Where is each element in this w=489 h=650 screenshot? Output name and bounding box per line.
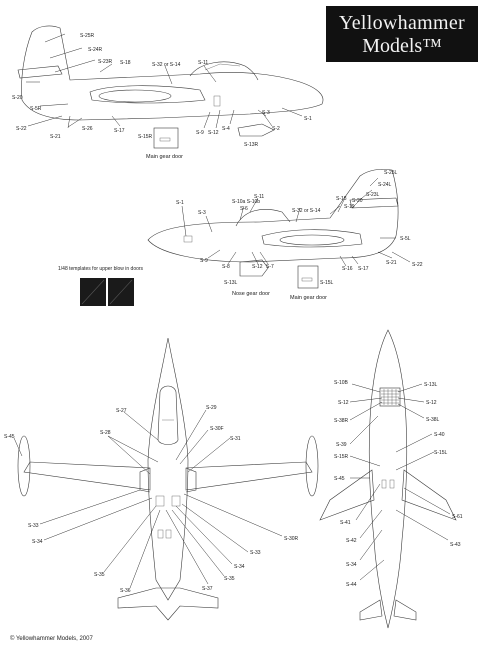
- label-s30f: S-30F: [210, 426, 224, 432]
- label-s25l: S-25L: [384, 170, 398, 176]
- label-s9-left: S-9: [200, 258, 208, 264]
- label-s26: S-26: [82, 126, 93, 132]
- label-s22-right: S-22: [16, 126, 27, 132]
- label-s13l: S-13L: [224, 280, 238, 286]
- label-s38l: S-38L: [426, 417, 440, 423]
- label-s12-underside-left: S-12: [338, 400, 349, 406]
- label-s16-left: S-16: [342, 266, 353, 272]
- label-s21-left: S-21: [386, 260, 397, 266]
- templates-caption: 1/48 templates for upper blow in doors: [58, 266, 144, 272]
- label-s44: S-44: [346, 582, 357, 588]
- label-s5r: S-5R: [30, 106, 42, 112]
- label-s27: S-27: [116, 408, 127, 414]
- label-s23r: S-23R: [98, 59, 113, 65]
- label-s20-left: S-20: [352, 198, 363, 204]
- label-s34-underside: S-34: [346, 562, 357, 568]
- label-s45-top: S-45: [4, 434, 15, 440]
- right-side-profile: S-25R S-24R S-23R S-18 S-32 or S-14 S-11…: [12, 25, 324, 160]
- label-s34-left: S-34: [32, 539, 43, 545]
- top-view: S-27 S-29 S-28 S-30F S-31 S-45 S-33 S-34…: [4, 337, 319, 621]
- label-s4-right: S-4: [222, 126, 230, 132]
- label-s15r: S-15R: [138, 134, 153, 140]
- label-s21-right: S-21: [50, 134, 61, 140]
- label-s32-or-s14-left: S-32 or S-14: [292, 208, 321, 214]
- label-s12-underside-right: S-12: [426, 400, 437, 406]
- label-s35-right: S-35: [224, 576, 235, 582]
- label-s31: S-31: [230, 436, 241, 442]
- label-s33-left: S-33: [28, 523, 39, 529]
- label-s2-right: S-2: [272, 126, 280, 132]
- label-s9-right: S-9: [196, 130, 204, 136]
- label-s5l: S-5L: [400, 236, 411, 242]
- blow-in-door-template-icon: 1/48 templates for upper blow in doors: [58, 266, 144, 306]
- label-s25r: S-25R: [80, 33, 95, 39]
- caption-main-gear-door-left: Main gear door: [290, 295, 327, 301]
- label-s41-underside: S-41: [340, 520, 351, 526]
- left-side-profile: S-25L S-24L S-23L S-18 S-20 S-19 S-32 or…: [147, 168, 423, 301]
- label-s23l: S-23L: [366, 192, 380, 198]
- label-s61: S-61: [452, 514, 463, 520]
- label-s7-left: S-7: [266, 264, 274, 270]
- label-s11-left: S-11: [254, 194, 264, 200]
- label-s20-right: S-20: [12, 95, 23, 101]
- label-s1-left: S-1: [176, 200, 184, 206]
- label-s19-left: S-19: [344, 204, 355, 210]
- label-s22-left: S-22: [412, 262, 423, 268]
- yellowhammer-logo: Yellowhammer Models™: [326, 6, 478, 62]
- label-s36: S-36: [120, 588, 131, 594]
- label-s15r-underside: S-15R: [334, 454, 349, 460]
- underside-view: S-10B S-13L S-12 S-12 S-38R S-38L S-39 S…: [319, 329, 463, 629]
- label-s45-underside: S-45: [334, 476, 345, 482]
- label-s29: S-29: [206, 405, 217, 411]
- label-s18-left: S-18: [336, 196, 347, 202]
- label-s35-left: S-35: [94, 572, 105, 578]
- label-s15l-underside: S-15L: [434, 450, 448, 456]
- label-s43: S-43: [450, 542, 461, 548]
- label-s3-left: S-3: [198, 210, 206, 216]
- label-s24r: S-24R: [88, 47, 103, 53]
- label-s32-or-s14-right: S-32 or S-14: [152, 62, 181, 68]
- logo-line-2: Models™: [362, 35, 442, 57]
- copyright-notice: © Yellowhammer Models, 2007: [10, 636, 93, 642]
- label-s13l-underside: S-13L: [424, 382, 438, 388]
- label-s42: S-42: [346, 538, 357, 544]
- label-s39: S-39: [336, 442, 347, 448]
- label-s6-left: S-6: [240, 206, 248, 212]
- label-s33-right: S-33: [250, 550, 261, 556]
- label-s13r: S-13R: [244, 142, 259, 148]
- label-s18-right: S-18: [120, 60, 131, 66]
- label-s12-right: S-12: [208, 130, 219, 136]
- label-s10a-s10b: S-10a S-10b: [232, 199, 260, 205]
- caption-main-gear-door-right: Main gear door: [146, 154, 183, 160]
- label-s30r: S-30R: [284, 536, 299, 542]
- label-s17-right: S-17: [114, 128, 125, 134]
- label-s40: S-40: [434, 432, 445, 438]
- label-s28: S-28: [100, 430, 111, 436]
- label-s12-left: S-12: [252, 264, 263, 270]
- label-s1-right: S-1: [304, 116, 312, 122]
- label-s3-right: S-3: [262, 110, 270, 116]
- label-s24l: S-24L: [378, 182, 392, 188]
- logo-line-1: Yellowhammer: [338, 12, 465, 34]
- label-s38r: S-38R: [334, 418, 349, 424]
- label-s34-right: S-34: [234, 564, 245, 570]
- label-s11-right: S-11: [198, 60, 208, 66]
- label-s10b-underside: S-10B: [334, 380, 349, 386]
- label-s15l: S-15L: [320, 280, 334, 286]
- caption-nose-gear-door: Nose gear door: [232, 291, 270, 297]
- label-s17-left: S-17: [358, 266, 369, 272]
- label-s37: S-37: [202, 586, 213, 592]
- label-s8-left: S-8: [222, 264, 230, 270]
